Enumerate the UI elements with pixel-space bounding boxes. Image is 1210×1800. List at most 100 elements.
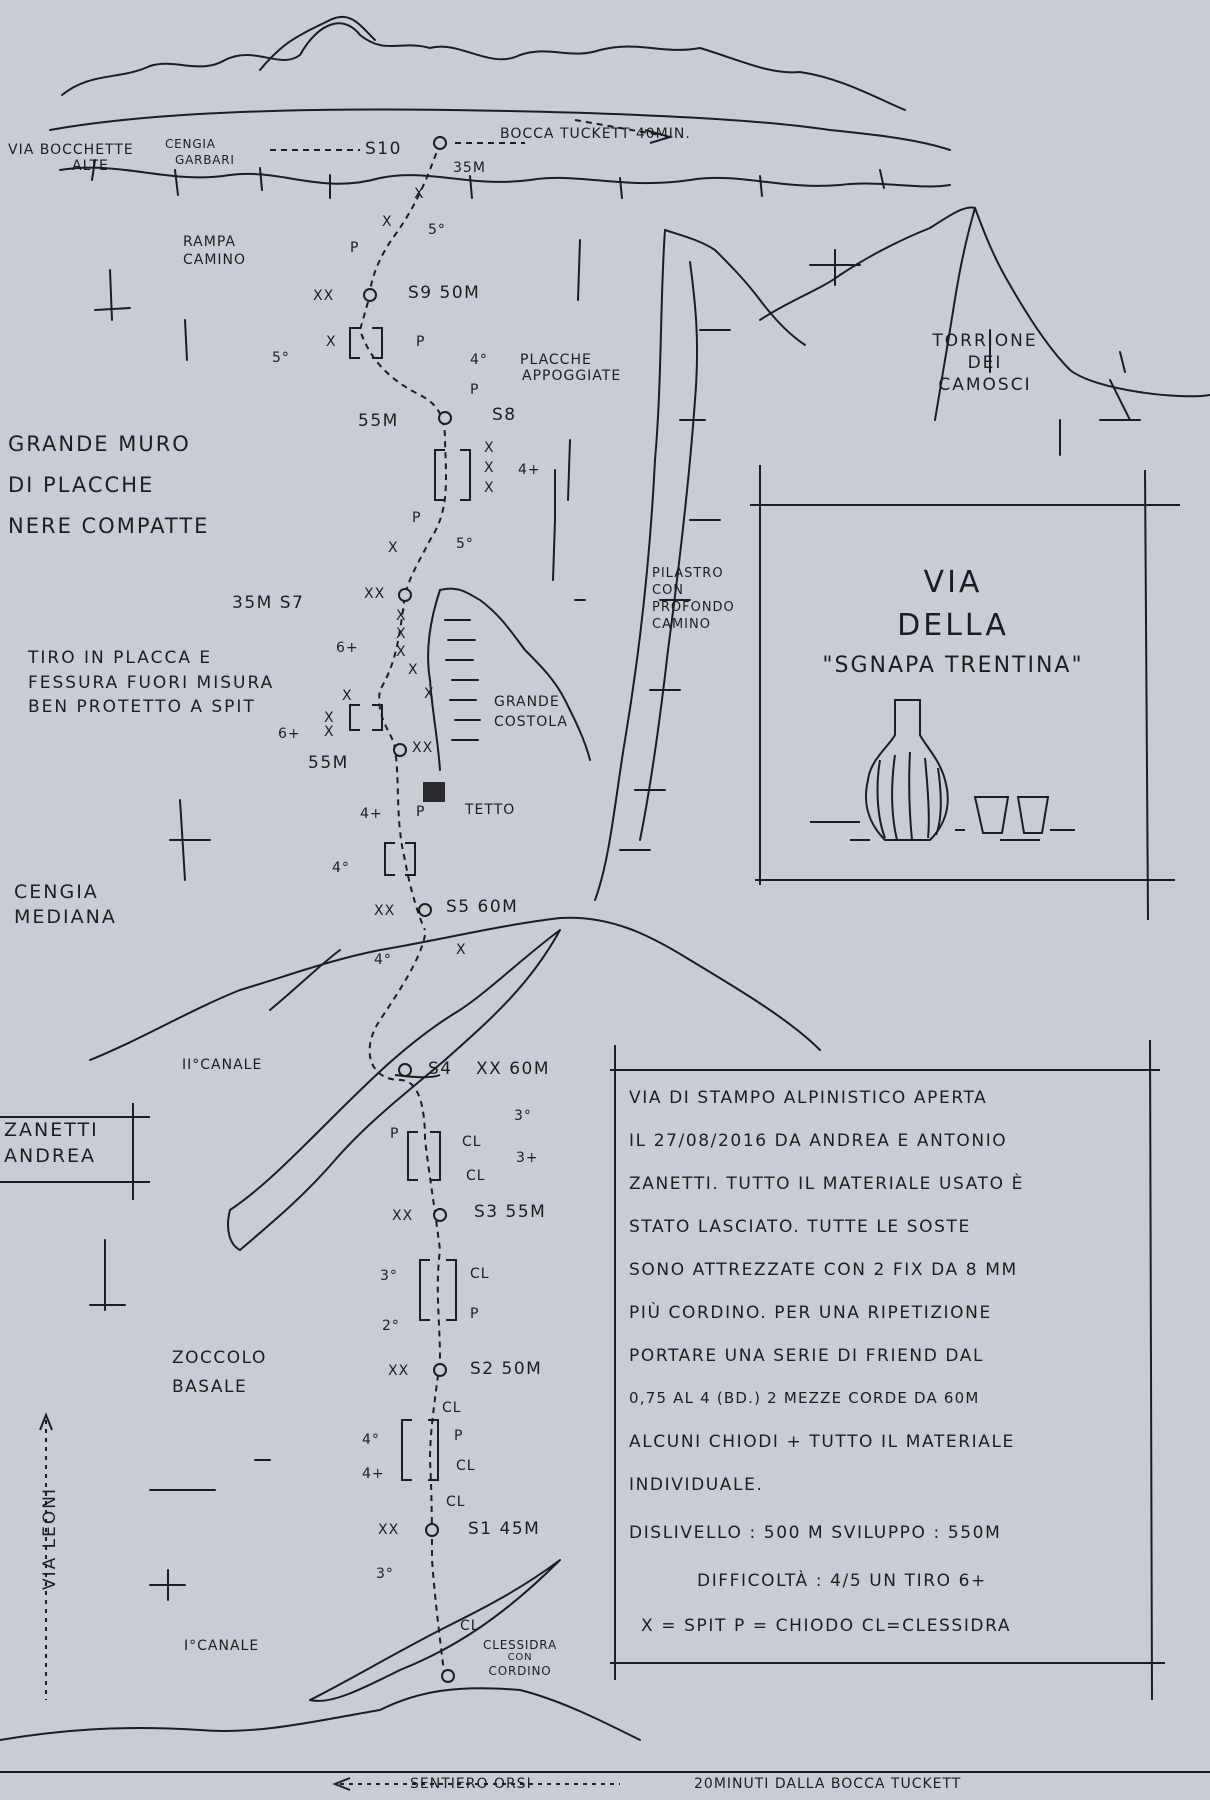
clessidra-cl: CL bbox=[446, 1494, 466, 1510]
spit-x: x bbox=[396, 644, 407, 660]
info-line: sono attrezzate con 2 fix da 8 mm bbox=[629, 1260, 1018, 1280]
label-pilastro: Pilastro con Profondo Camino bbox=[652, 566, 735, 632]
label-s10: S10 bbox=[365, 139, 402, 159]
anchor-xx: xx bbox=[412, 740, 434, 756]
grade: 5° bbox=[272, 350, 290, 366]
top-ledge-under bbox=[59, 166, 951, 188]
title-line-sgnapa: "Sgnapa Trentina" bbox=[822, 653, 1084, 678]
tetto-hatch bbox=[423, 782, 445, 802]
grade: 4+ bbox=[360, 806, 383, 822]
title-line-della: Della bbox=[897, 608, 1009, 643]
spit-x: x bbox=[484, 480, 495, 496]
grade: 4° bbox=[362, 1432, 380, 1448]
pitch-55m-s8: 55m bbox=[358, 411, 399, 431]
info-line: Zanetti. Tutto il materiale usato è bbox=[629, 1174, 1024, 1194]
belay-s3 bbox=[433, 1208, 447, 1222]
top-ledge bbox=[49, 108, 951, 151]
belay-s4-label: S4 bbox=[428, 1059, 453, 1079]
spit-x: x bbox=[388, 540, 399, 556]
label-garbari: Garbari bbox=[175, 153, 235, 167]
start-point bbox=[441, 1669, 455, 1683]
info-line: stato lasciato. Tutte le soste bbox=[629, 1217, 971, 1237]
belay-s9 bbox=[363, 288, 377, 302]
anchor-xx: xx bbox=[392, 1208, 414, 1224]
anchor-xx: xx bbox=[388, 1363, 410, 1379]
info-line: portare una serie di friend dal bbox=[629, 1346, 985, 1366]
belay-s5 bbox=[418, 903, 432, 917]
info-dislivello: Dislivello : 500 m Sviluppo : 550m bbox=[629, 1523, 1002, 1543]
label-grande-muro: Grande Muro di Placche Nere Compatte bbox=[8, 432, 210, 538]
label-clessidra: Clessidra con cordino bbox=[483, 1638, 557, 1679]
grade: 4° bbox=[374, 952, 392, 968]
label-35m-top: 35m bbox=[453, 160, 486, 176]
grade: 4+ bbox=[518, 462, 541, 478]
grade: 3+ bbox=[516, 1150, 539, 1166]
label-torrione: Torrione dei Camosci bbox=[932, 331, 1038, 396]
belay-s7 bbox=[398, 588, 412, 602]
clessidra-cl: CL bbox=[462, 1134, 482, 1150]
flask-illustration bbox=[810, 699, 1075, 841]
piton-p: P bbox=[390, 1126, 400, 1142]
canale-i bbox=[309, 1559, 561, 1702]
grade: 5° bbox=[428, 222, 446, 238]
label-camino: Camino bbox=[183, 252, 247, 268]
spit-x: x bbox=[484, 460, 495, 476]
belay-s6 bbox=[393, 743, 407, 757]
cengia-mediana-ledge bbox=[89, 916, 821, 1061]
anchor-xx: xx bbox=[364, 586, 386, 602]
info-line: più cordino. Per una ripetizione bbox=[629, 1303, 992, 1323]
label-via-leoni: Via Leoni bbox=[40, 1487, 60, 1590]
label-cengia-top: Cengia bbox=[165, 137, 216, 151]
belay-s2 bbox=[433, 1363, 447, 1377]
clessidra-cl: CL bbox=[460, 1618, 480, 1634]
piton-p: P bbox=[470, 382, 480, 398]
belay-s1-label: S1 45m bbox=[468, 1519, 541, 1539]
title-line-via: Via bbox=[923, 565, 983, 600]
clessidra-cl: CL bbox=[466, 1168, 486, 1184]
info-legend: x = spit P = chiodo CL=clessidra bbox=[641, 1616, 1012, 1636]
info-difficolta: Difficoltà : 4/5 un tiro 6+ bbox=[697, 1571, 987, 1591]
author-box: Zanetti Andrea bbox=[0, 1118, 148, 1186]
info-line: Alcuni chiodi + tutto il materiale bbox=[629, 1432, 1015, 1452]
clessidra-cl: CL bbox=[456, 1458, 476, 1474]
spit-x: x bbox=[414, 186, 425, 202]
piton-p: P bbox=[412, 510, 422, 526]
spit-x: x bbox=[326, 334, 337, 350]
info-line: il 27/08/2016 da Andrea e Antonio bbox=[629, 1131, 1008, 1151]
label-canale-i: I°canale bbox=[184, 1638, 260, 1654]
spit-x: x bbox=[382, 214, 393, 230]
belay-s4 bbox=[398, 1063, 412, 1077]
mountain-ridge bbox=[61, 22, 906, 111]
grade: 4° bbox=[332, 860, 350, 876]
canale-ii bbox=[227, 929, 561, 1251]
spit-x: x bbox=[456, 942, 467, 958]
pilastro bbox=[664, 229, 806, 346]
label-alte: Alte bbox=[72, 158, 109, 174]
spit-x: x bbox=[396, 608, 407, 624]
grade: 4° bbox=[470, 352, 488, 368]
label-rampa: Rampa bbox=[183, 234, 236, 250]
label-costola: Costola bbox=[494, 714, 568, 730]
info-line: Via di stampo alpinistico aperta bbox=[629, 1088, 988, 1108]
label-via-bocchette: Via Bocchette bbox=[8, 142, 134, 158]
grande-costola bbox=[439, 587, 591, 761]
torrione-dei-camosci bbox=[759, 206, 1210, 398]
spit-x: x bbox=[484, 440, 495, 456]
label-placche: Placche bbox=[520, 352, 592, 368]
label-appoggiate: Appoggiate bbox=[522, 368, 622, 384]
grade: 3° bbox=[376, 1566, 394, 1582]
belay-s5-label: S5 60m bbox=[446, 897, 519, 917]
grade: 3° bbox=[380, 1268, 398, 1284]
pitch-s4-length: xx 60m bbox=[476, 1059, 550, 1079]
belay-s7-label: 35m S7 bbox=[232, 593, 305, 613]
route-line bbox=[358, 142, 447, 931]
belay-s8 bbox=[438, 411, 452, 425]
author-surname: Zanetti bbox=[4, 1119, 99, 1141]
label-grande: Grande bbox=[494, 694, 560, 710]
belay-s1 bbox=[425, 1523, 439, 1537]
spit-x: x bbox=[324, 724, 335, 740]
label-tiro-in-placca: Tiro in Placca e Fessura fuori misura Be… bbox=[28, 648, 275, 718]
belay-s10 bbox=[433, 136, 447, 150]
belay-s2-label: S2 50m bbox=[470, 1359, 543, 1379]
